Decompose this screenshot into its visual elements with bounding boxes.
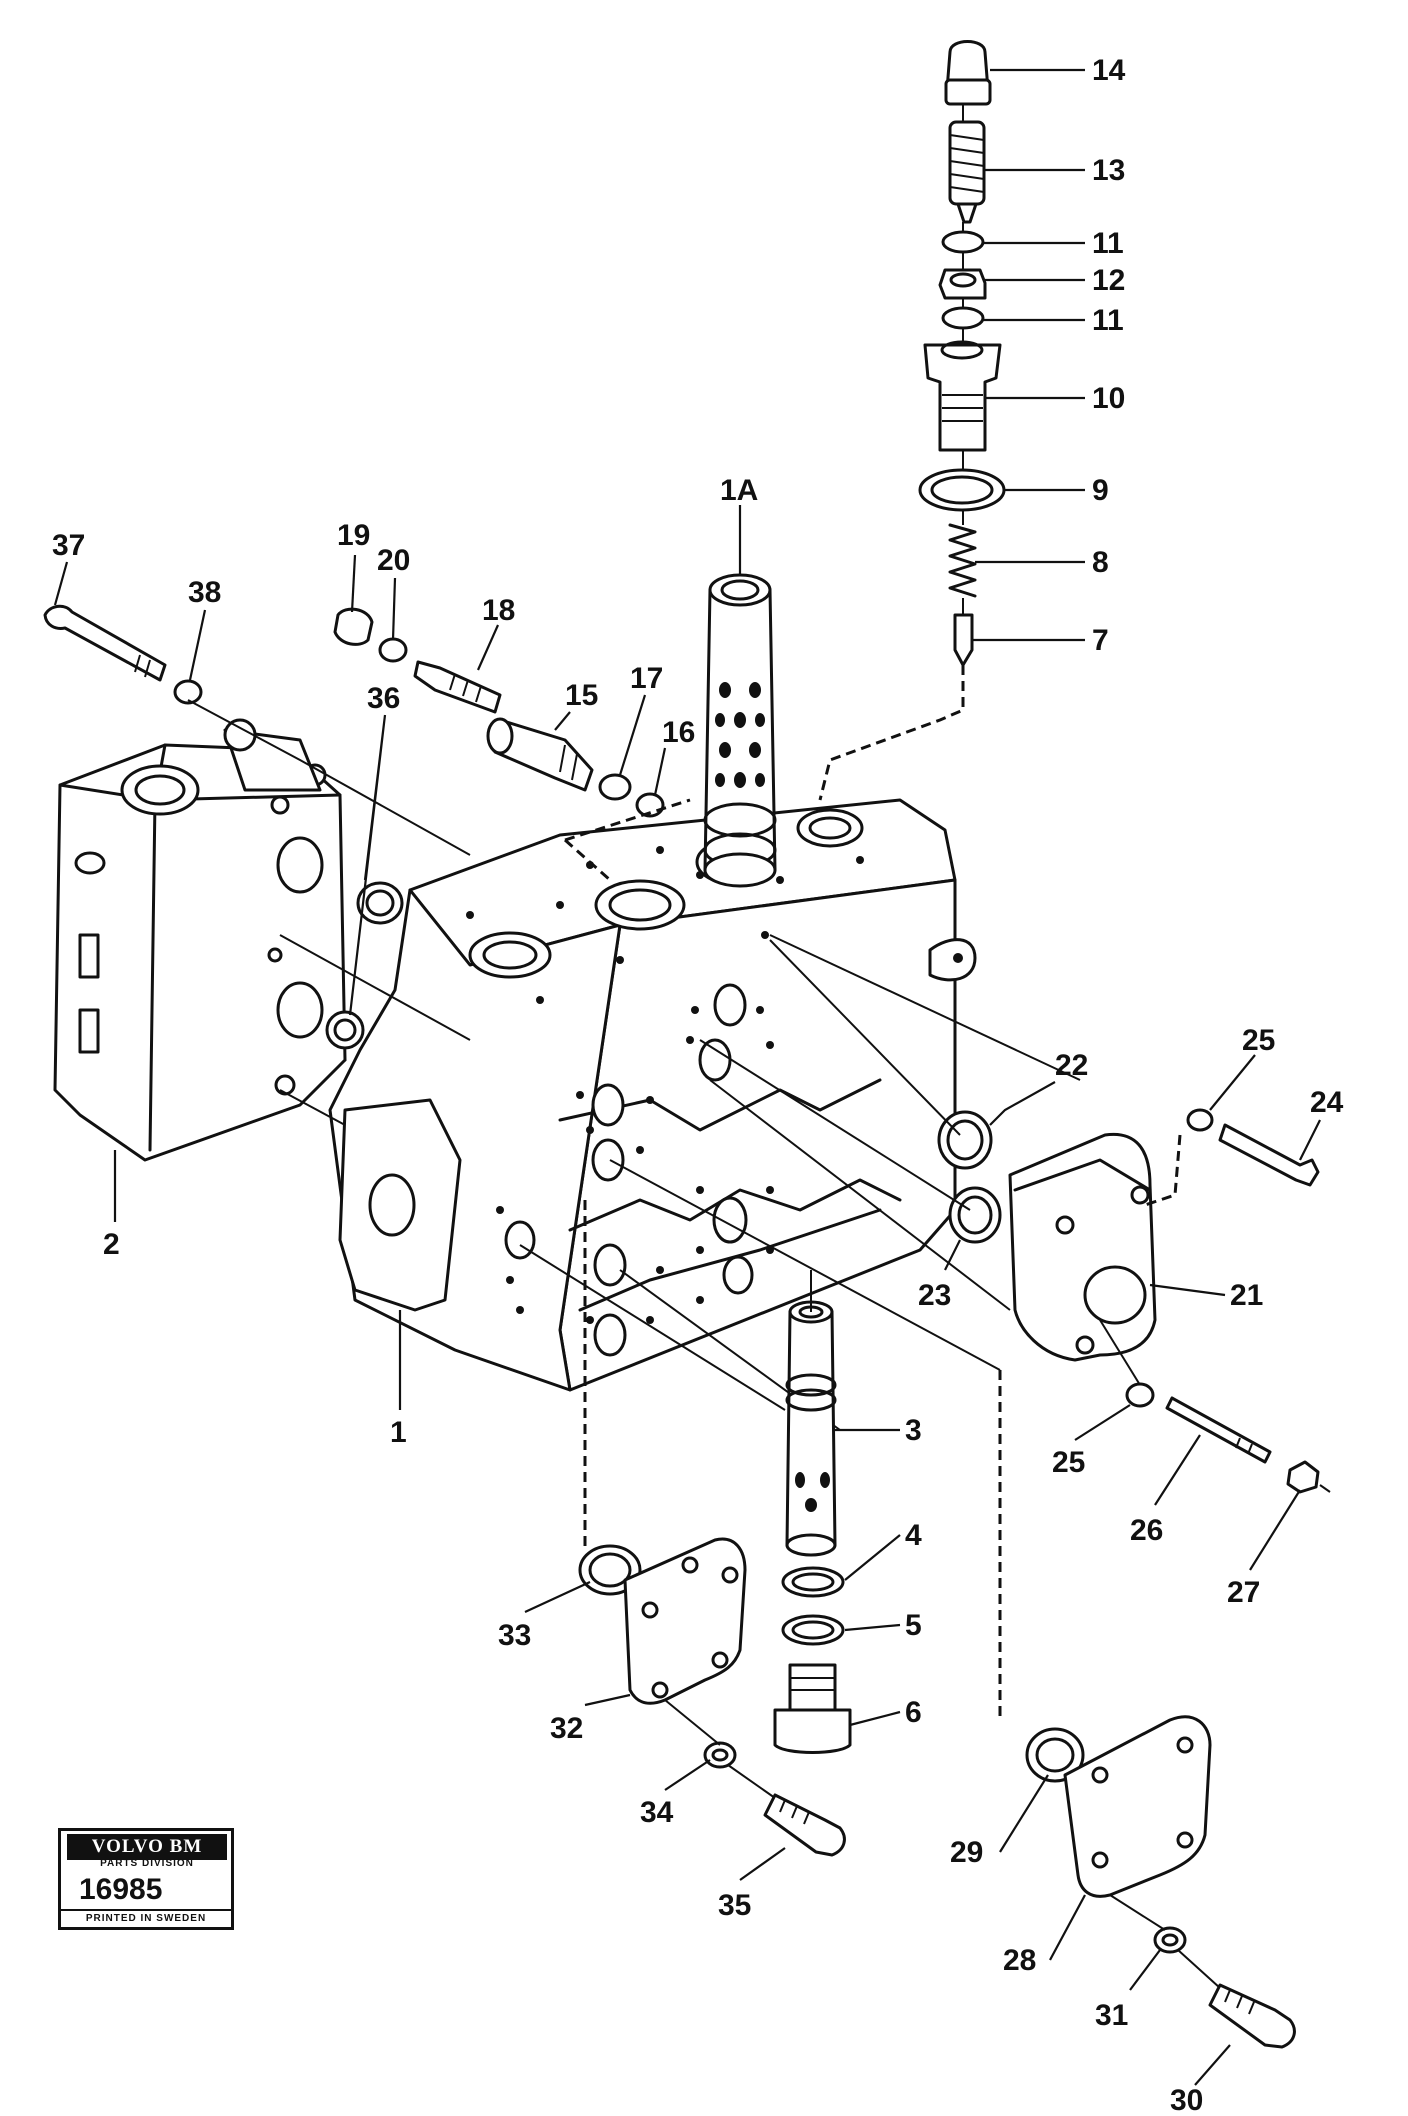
callout-10: 10	[1092, 382, 1125, 415]
plunger-3-group	[773, 1270, 852, 1754]
callout-31: 31	[1095, 1999, 1128, 2032]
callout-38: 38	[188, 576, 221, 609]
callout-25-upper: 25	[1242, 1024, 1275, 1057]
callout-25-lower: 25	[1052, 1446, 1085, 1479]
bolt-37-assembly	[43, 604, 471, 856]
callout-7: 7	[1092, 624, 1109, 657]
callout-33: 33	[498, 1619, 531, 1652]
callout-22: 22	[1055, 1049, 1088, 1082]
callout-20: 20	[377, 544, 410, 577]
stamp-code: 16985	[79, 1873, 163, 1906]
relief-valve-stack	[818, 40, 1006, 801]
callout-32: 32	[550, 1712, 583, 1745]
check-valve-group	[333, 607, 691, 882]
callout-2: 2	[103, 1228, 120, 1261]
callout-36: 36	[367, 682, 400, 715]
callout-1: 1	[390, 1416, 407, 1449]
callout-13: 13	[1092, 154, 1125, 187]
callout-21: 21	[1230, 1279, 1263, 1312]
callout-30: 30	[1170, 2084, 1203, 2116]
callout-leaders	[53, 68, 1321, 2086]
callout-34: 34	[640, 1796, 674, 1829]
side-cover-21	[1008, 1132, 1182, 1362]
callout-14: 14	[1092, 54, 1126, 87]
cover-28-group	[998, 1370, 1296, 2049]
callout-11-upper: 11	[1092, 227, 1124, 260]
callout-18: 18	[482, 594, 515, 627]
callout-5: 5	[905, 1609, 922, 1642]
valve-body	[305, 798, 977, 1392]
callout-12: 12	[1092, 264, 1125, 297]
callout-23: 23	[918, 1279, 951, 1312]
callout-8: 8	[1092, 546, 1109, 579]
o-rings-36	[279, 881, 471, 1126]
callout-24: 24	[1310, 1086, 1344, 1119]
callout-27: 27	[1227, 1576, 1260, 1609]
callout-1A: 1A	[720, 474, 758, 507]
callout-29: 29	[950, 1836, 983, 1869]
spool-1A	[703, 573, 777, 888]
stamp-division: PARTS DIVISION	[100, 1858, 194, 1869]
callout-3: 3	[905, 1414, 922, 1447]
end-cover	[53, 718, 347, 1162]
callout-16: 16	[662, 716, 695, 749]
stamp-brand: VOLVO BM	[67, 1834, 227, 1860]
callout-6: 6	[905, 1696, 922, 1729]
callout-17: 17	[630, 662, 663, 695]
stamp-printed: PRINTED IN SWEDEN	[61, 1909, 231, 1927]
side-cover-bolts	[1099, 1108, 1331, 1494]
cover-32-group	[578, 1200, 846, 1857]
callout-labels: 14 13 11 12 11 10 9 8 7 1A 19 20 18 15 1…	[52, 54, 1344, 2116]
callout-11-lower: 11	[1092, 304, 1124, 337]
callout-9: 9	[1092, 474, 1109, 507]
callout-15: 15	[565, 679, 598, 712]
callout-26: 26	[1130, 1514, 1163, 1547]
callout-28: 28	[1003, 1944, 1036, 1977]
callout-37: 37	[52, 529, 85, 562]
callout-35: 35	[718, 1889, 751, 1922]
volvo-bm-parts-stamp: VOLVO BM PARTS DIVISION 16985 PRINTED IN…	[58, 1828, 234, 1930]
callout-19: 19	[337, 519, 370, 552]
callout-4: 4	[905, 1519, 922, 1552]
